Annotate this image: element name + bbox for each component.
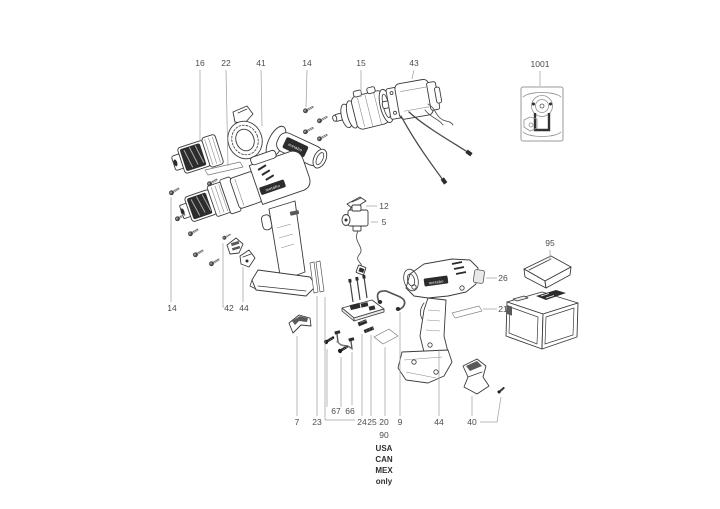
- button-42: [226, 237, 244, 255]
- bracket-44-left: [239, 249, 256, 268]
- leader-line: [260, 69, 263, 127]
- leader-line: [222, 243, 225, 308]
- part-label-15: 15: [356, 58, 366, 68]
- part-label-23: 23: [312, 417, 322, 427]
- note-line: CAN: [375, 455, 393, 464]
- motor-43: [381, 78, 473, 185]
- part-label-9: 9: [398, 417, 403, 427]
- part-label-40: 40: [467, 417, 477, 427]
- part-label-90: 90: [379, 430, 389, 440]
- case-1001: [520, 86, 564, 142]
- note-line: only: [376, 477, 393, 486]
- part-label-41: 41: [256, 58, 266, 68]
- part-label-21: 21: [498, 304, 508, 314]
- brand-text-handle: metabo: [287, 142, 303, 153]
- part-label-43: 43: [409, 58, 419, 68]
- gearbox-15: [332, 86, 394, 130]
- part-label-14: 14: [167, 303, 177, 313]
- note-line: USA: [376, 444, 393, 453]
- strips-23: [309, 260, 325, 294]
- housing-44-right: metabo: [397, 258, 479, 384]
- chuck-part-16: [171, 134, 224, 174]
- screw-40: [496, 385, 506, 395]
- part-label-44: 44: [239, 303, 249, 313]
- part-label-22: 22: [221, 58, 231, 68]
- belt-clip-7: [288, 314, 312, 334]
- wire-bail-66: [334, 330, 355, 351]
- battery-pack: [505, 290, 579, 350]
- part-label-24: 24: [357, 417, 367, 427]
- leader-lines: [170, 69, 551, 423]
- brand-text-housing: metabo: [428, 278, 444, 285]
- leader-line: [225, 69, 229, 167]
- drill-foot: [251, 269, 317, 297]
- part-label-67: 67: [331, 406, 341, 416]
- part-label-14: 14: [302, 58, 312, 68]
- part-label-12: 12: [379, 201, 389, 211]
- part-label-26: 26: [498, 273, 508, 283]
- region-note: USA CAN MEX only: [375, 444, 393, 486]
- leader-line: [324, 297, 355, 421]
- latch-40: [462, 358, 490, 395]
- part-label-25: 25: [367, 417, 377, 427]
- switch-5: [341, 204, 369, 276]
- sticker-20: [373, 328, 399, 345]
- side-handle-41: metabo: [227, 105, 328, 169]
- part-label-44: 44: [434, 417, 444, 427]
- part-label-42: 42: [224, 303, 234, 313]
- part-label-5: 5: [382, 217, 387, 227]
- pad-26: [472, 269, 485, 284]
- label-strip-21: [451, 305, 483, 319]
- u-clip-9: [376, 290, 406, 311]
- drill-handle: [268, 200, 306, 282]
- screws-14-top: [301, 104, 330, 143]
- note-line: MEX: [375, 466, 393, 475]
- part-label-1001: 1001: [531, 59, 550, 69]
- part-label-16: 16: [195, 58, 205, 68]
- circuit-board: [341, 274, 385, 322]
- part-label-20: 20: [379, 417, 389, 427]
- leader-line: [411, 69, 415, 80]
- battery-cover-95: [523, 255, 572, 289]
- part-label-7: 7: [295, 417, 300, 427]
- part-label-66: 66: [345, 406, 355, 416]
- leader-line: [480, 396, 502, 423]
- part-labels: 16 22 41 14 15 43 1001 12 5 95 26 21 14 42 44 7 23 67 6624…: [167, 58, 555, 440]
- screw-25: [363, 326, 375, 334]
- parts-artwork: metabo: [167, 78, 579, 395]
- leader-line: [305, 69, 308, 108]
- part-label-95: 95: [545, 238, 555, 248]
- brand-text-body: metabo: [265, 183, 281, 193]
- contact-24: [357, 319, 368, 327]
